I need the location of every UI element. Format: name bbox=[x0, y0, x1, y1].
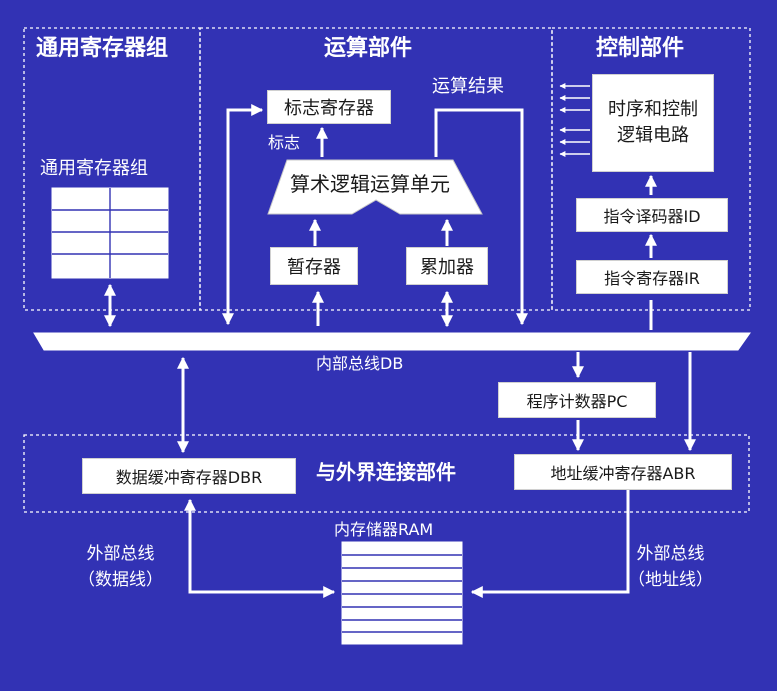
address-bus-arrow bbox=[470, 490, 630, 598]
instruction-decoder-box: 指令译码器ID bbox=[576, 198, 728, 232]
external-address-bus-label: 外部总线 （地址线） bbox=[628, 544, 713, 590]
accumulator-box: 累加器 bbox=[406, 247, 488, 285]
address-buffer-register-box: 地址缓冲寄存器ABR bbox=[514, 454, 732, 490]
ram-stack bbox=[341, 541, 463, 645]
internal-bus bbox=[33, 332, 751, 351]
registers-section-title: 通用寄存器组 bbox=[36, 36, 169, 61]
ram-label: 内存储器RAM bbox=[334, 520, 434, 539]
data-bus-arrow bbox=[184, 498, 336, 598]
timing-control-logic-box: 时序和控制 逻辑电路 bbox=[592, 74, 714, 172]
alu-section-title: 运算部件 bbox=[324, 36, 413, 61]
external-section-frame bbox=[23, 434, 750, 513]
flag-register-box: 标志寄存器 bbox=[267, 90, 391, 124]
result-label: 运算结果 bbox=[432, 76, 504, 97]
flag-bus-arrow bbox=[222, 104, 264, 326]
registers-group-label: 通用寄存器组 bbox=[40, 158, 148, 179]
instruction-register-box: 指令寄存器IR bbox=[576, 260, 728, 294]
data-buffer-register-box: 数据缓冲寄存器DBR bbox=[82, 458, 296, 494]
alu-shape bbox=[267, 159, 483, 215]
external-section-title: 与外界连接部件 bbox=[316, 460, 456, 484]
temp-register-box: 暂存器 bbox=[270, 247, 358, 285]
external-data-bus-label: 外部总线 （数据线） bbox=[78, 544, 163, 590]
program-counter-box: 程序计数器PC bbox=[498, 382, 656, 418]
flag-label: 标志 bbox=[268, 133, 301, 152]
result-arrow bbox=[434, 108, 528, 326]
alu-unit-label: 算术逻辑运算单元 bbox=[290, 172, 450, 196]
control-section-title: 控制部件 bbox=[596, 36, 685, 61]
internal-bus-label: 内部总线DB bbox=[316, 354, 404, 373]
